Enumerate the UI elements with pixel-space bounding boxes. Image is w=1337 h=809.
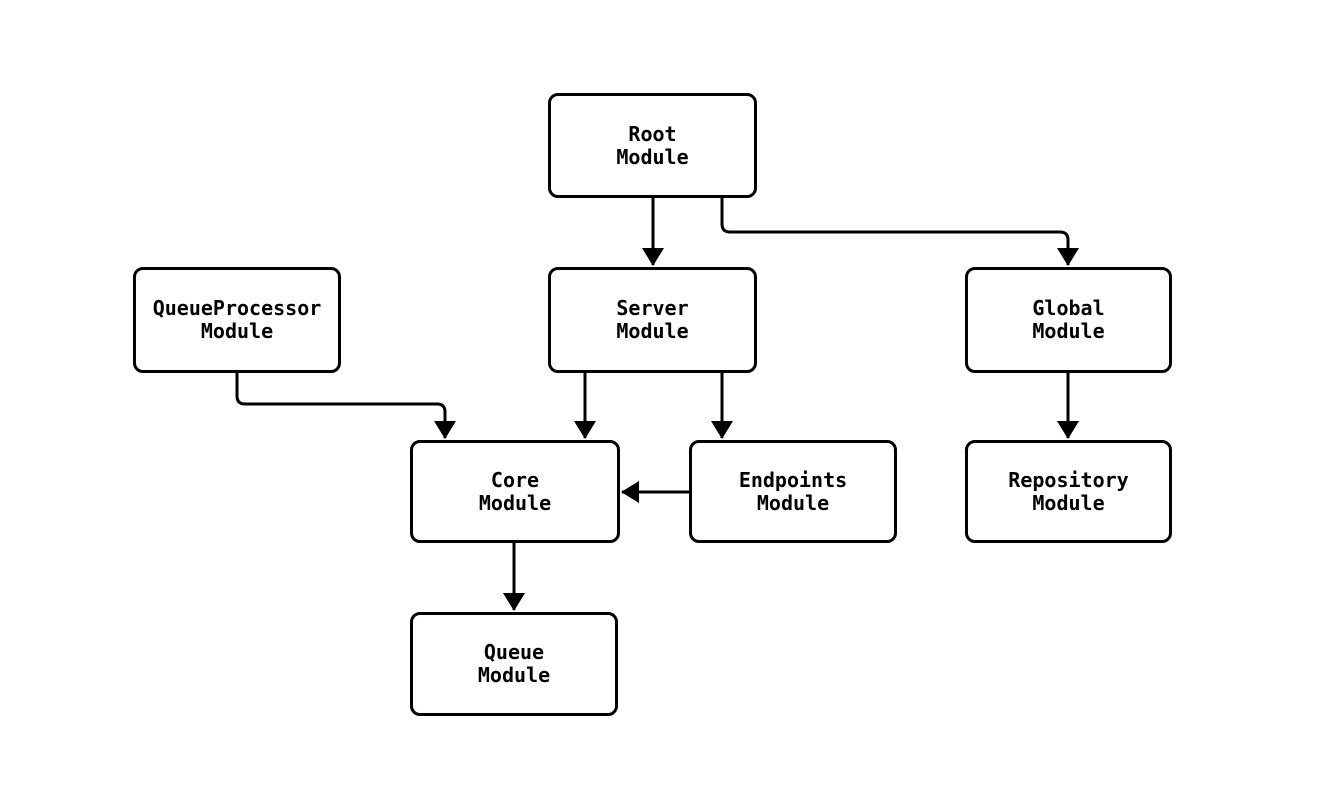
node-queueprocessor-label-line1: QueueProcessor [152, 296, 322, 320]
node-queueprocessor-module: QueueProcessor Module [133, 267, 341, 373]
node-root-module: Root Module [548, 93, 757, 198]
node-global-label-line2: Module [1032, 319, 1105, 343]
node-endpoints-module: Endpoints Module [689, 440, 897, 543]
node-queue-module: Queue Module [410, 612, 618, 716]
node-root-label-line2: Module [616, 144, 689, 169]
node-core-label-line1: Core [490, 467, 540, 492]
node-queueprocessor-label-line2: Module [200, 319, 274, 343]
edge-root-to-global [720, 198, 1079, 266]
node-queue-label-line2: Module [477, 663, 551, 687]
node-repository-module: Repository Module [965, 440, 1172, 543]
node-queue-label-line1: Queue [483, 640, 545, 664]
node-server-label-line2: Module [616, 319, 689, 343]
node-global-label-line1: Global [1032, 296, 1105, 320]
node-endpoints-label-line2: Module [756, 490, 830, 515]
node-repository-label-line1: Repository [1008, 467, 1129, 492]
node-server-module: Server Module [548, 267, 757, 373]
node-core-label-line2: Module [478, 490, 552, 515]
node-endpoints-label-line1: Endpoints [738, 467, 848, 492]
node-root-label-line1: Root [628, 121, 677, 146]
node-core-module: Core Module [410, 440, 620, 543]
node-repository-label-line2: Module [1032, 490, 1105, 515]
node-server-label-line1: Server [616, 296, 689, 320]
edge-queueprocessor-to-core [235, 373, 456, 439]
node-global-module: Global Module [965, 267, 1172, 373]
